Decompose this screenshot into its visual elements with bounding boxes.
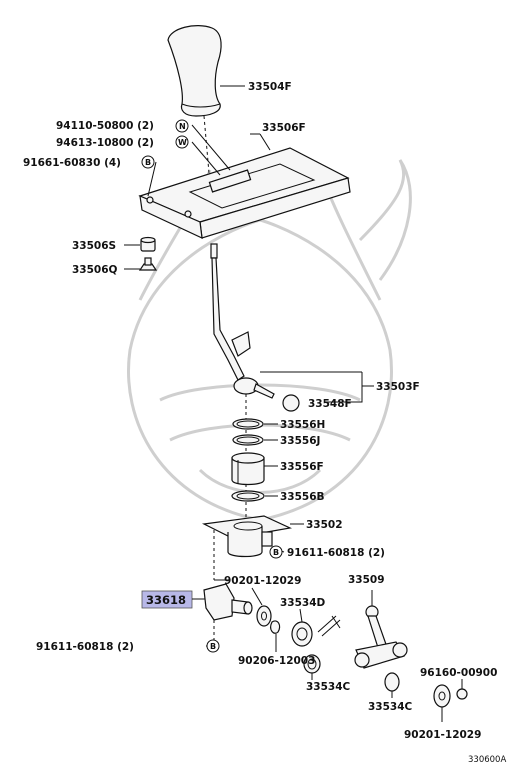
label-90206: 90206-12003 [238,655,315,667]
label-33502: 33502 [306,519,343,531]
clip-96160[interactable] [456,688,468,700]
label-91611b: 91611-60818 (2) [36,641,134,653]
code-b2: B [273,548,279,557]
label-90201a: 90201-12029 [224,575,301,587]
label-91611a: 91611-60818 (2) [287,547,385,559]
label-33503f: 33503F [376,381,420,393]
label-33506q: 33506Q [72,264,118,276]
retainer-33502[interactable] [201,515,293,558]
label-33504f: 33504F [248,81,292,93]
bushing-33506s[interactable] [140,236,156,252]
code-b-icon [141,155,155,169]
clip-33506q[interactable] [138,257,158,271]
label-90201b: 90201-12029 [404,729,481,741]
shift-lever[interactable] [210,243,275,399]
ring-33556b[interactable] [231,490,265,502]
ring-33556j[interactable] [232,434,264,446]
diagram-id: 330600A [468,755,506,765]
label-33556h: 33556H [280,419,325,431]
label-33506f: 33506F [262,122,306,134]
code-w-icon [175,135,189,149]
label-91661: 91661-60830 (4) [23,157,121,169]
indicator-housing[interactable] [138,147,351,240]
code-w: W [178,138,187,147]
label-33534d: 33534D [280,597,326,609]
bushing-33534d[interactable] [291,615,341,647]
code-b3: B [210,642,216,651]
code-b-icon [206,639,220,653]
label-33556b: 33556B [280,491,325,503]
label-96160: 96160-00900 [420,667,497,679]
label-33534c-b: 33534C [368,701,413,713]
bracket-33618[interactable] [203,583,253,621]
code-b-icon [269,545,283,559]
label-33509: 33509 [348,574,385,586]
label-33556j: 33556J [280,435,320,447]
washer-90201b[interactable] [433,684,451,708]
sleeve-33556f[interactable] [231,452,265,486]
label-33506s: 33506S [72,240,116,252]
label-94110: 94110-50800 (2) [56,120,154,132]
label-33618[interactable]: 33618 [146,593,186,607]
ball-33548f[interactable] [282,394,300,412]
label-33548f: 33548F [308,398,352,410]
clip-90206[interactable] [270,620,281,634]
label-33556f: 33556F [280,461,324,473]
shift-knob[interactable] [167,25,222,117]
label-33534c-a: 33534C [306,681,351,693]
label-94613: 94613-10800 (2) [56,137,154,149]
linkage-33509[interactable] [354,605,408,692]
code-n: N [179,122,186,131]
code-n-icon [175,119,189,133]
washer-90201a[interactable] [256,605,272,627]
ring-33556h[interactable] [232,418,264,430]
code-b1: B [145,158,151,167]
